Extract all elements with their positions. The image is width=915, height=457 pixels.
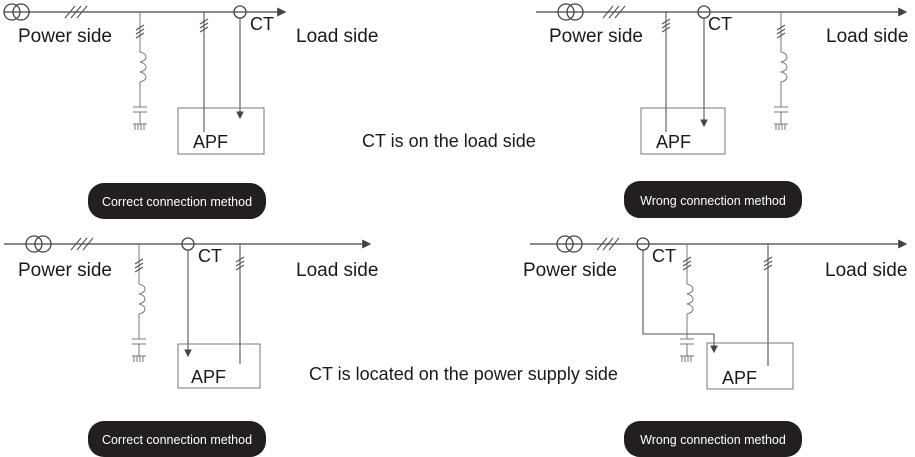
svg-text:Wrong connection method: Wrong connection method — [640, 433, 786, 447]
status-badge: Wrong connection method — [624, 421, 802, 457]
apf-label: APF — [656, 132, 691, 152]
apf-box — [640, 107, 726, 155]
svg-text:Correct connection method: Correct connection method — [102, 433, 252, 447]
power-side-label: Power side — [523, 260, 617, 281]
status-badge: Wrong connection method — [624, 181, 802, 218]
load-side-label: Load side — [825, 260, 907, 281]
apf-label: APF — [722, 368, 757, 388]
filter-branch — [132, 11, 148, 131]
status-badge: Correct connection method — [88, 421, 266, 457]
caption-load-side: CT is on the load side — [362, 131, 536, 151]
diagram-top-left: Power side CT Load side APF Correct conn… — [3, 3, 378, 219]
ct-label: CT — [652, 246, 676, 266]
apf-box — [177, 343, 261, 389]
filter-branch — [679, 243, 695, 363]
status-badge: Correct connection method — [88, 183, 266, 219]
apf-label: APF — [191, 367, 226, 387]
power-side-label: Power side — [549, 26, 643, 47]
diagram-bottom-right: Power side CT Load side APF Wrong connec… — [523, 235, 907, 457]
ct-label: CT — [198, 246, 222, 266]
apf-box — [177, 107, 265, 155]
load-side-label: Load side — [296, 26, 378, 47]
filter-branch — [131, 243, 147, 363]
power-side-label: Power side — [18, 26, 112, 47]
ct-label: CT — [708, 14, 732, 34]
svg-text:Correct connection method: Correct connection method — [102, 195, 252, 209]
svg-text:Wrong connection method: Wrong connection method — [640, 194, 786, 208]
filter-branch — [773, 11, 789, 131]
load-side-label: Load side — [296, 260, 378, 281]
diagram-top-right: Power side CT Load side APF Wrong connec… — [536, 3, 908, 218]
apf-label: APF — [193, 132, 228, 152]
apf-box — [706, 342, 794, 390]
diagram-bottom-left: Power side CT Load side APF Correct conn… — [4, 235, 378, 457]
power-side-label: Power side — [18, 260, 112, 281]
load-side-label: Load side — [826, 26, 908, 47]
ct-label: CT — [250, 14, 274, 34]
caption-power-side: CT is located on the power supply side — [309, 364, 618, 384]
